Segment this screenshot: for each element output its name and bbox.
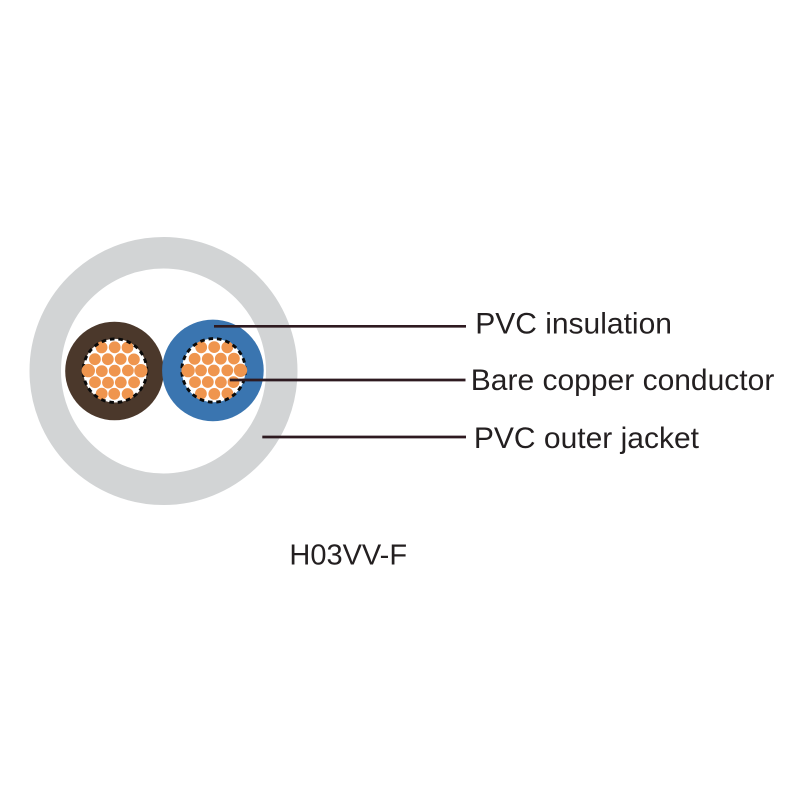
svg-text:PVC outer jacket: PVC outer jacket — [474, 422, 700, 455]
svg-text:PVC insulation: PVC insulation — [475, 307, 672, 340]
svg-text:Bare copper conductor: Bare copper conductor — [471, 364, 775, 397]
svg-text:H03VV-F: H03VV-F — [289, 540, 407, 572]
